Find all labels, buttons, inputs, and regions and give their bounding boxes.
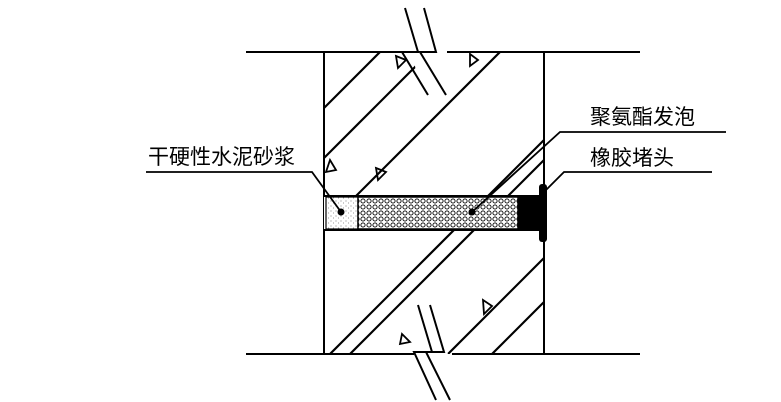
foam-leader-dot [468,208,476,216]
label-polyurethane-foam: 聚氨酯发泡 [590,105,695,129]
concrete-hatch [324,52,544,354]
rubber-plug-leader-line [545,171,712,191]
concrete-aggregate [324,52,494,346]
leader-lines [146,131,726,216]
mortar-leader-line [146,171,342,213]
label-mortar: 干硬性水泥砂浆 [148,145,295,169]
break-line-bottom [410,304,455,401]
break-line-top [400,7,447,96]
label-rubber-plug: 橡胶堵头 [590,146,674,170]
foam-leader-line [471,131,726,213]
rubber-plug-cap [539,184,547,242]
mortar-leader-dot [337,208,345,216]
rubber-plug-body [518,197,540,229]
polyurethane-foam-fill [357,196,519,230]
